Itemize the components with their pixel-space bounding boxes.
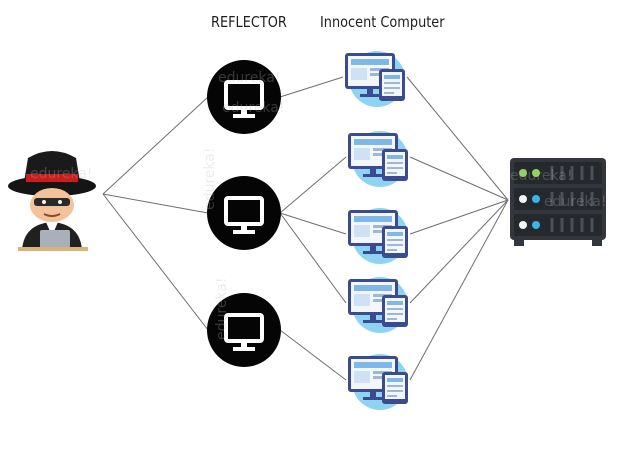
connection-line: [279, 212, 347, 235]
computer-icon: [348, 208, 408, 264]
reflector-heading: REFLECTOR: [211, 13, 287, 31]
computer-icon: [348, 131, 408, 187]
watermark: edureka! edureka! edureka! edureka! edureka!…: [30, 70, 607, 340]
svg-text:edureka!: edureka!: [30, 166, 93, 182]
reflector-node: [207, 176, 281, 250]
computer-icon: [348, 277, 408, 333]
monitor-icon: [224, 313, 264, 351]
svg-text:edureka!: edureka!: [202, 148, 218, 211]
connection-line: [409, 199, 509, 381]
svg-text:edureka!: edureka!: [510, 168, 573, 184]
reflector-node: [207, 293, 281, 367]
innocent-computer-heading: Innocent Computer: [320, 13, 445, 31]
server-icon: [510, 158, 606, 246]
monitor-icon: [224, 80, 264, 118]
svg-text:edureka!: edureka!: [544, 194, 607, 210]
connection-line: [279, 212, 347, 304]
connection-line: [102, 96, 209, 195]
svg-text:edureka!: edureka!: [214, 278, 230, 341]
connection-line: [409, 199, 509, 304]
svg-text:edureka!: edureka!: [218, 70, 281, 86]
connection-line: [279, 156, 347, 214]
monitor-icon: [224, 196, 264, 234]
reflector-node: [207, 60, 281, 134]
connection-line: [406, 76, 509, 201]
connection-line: [409, 156, 509, 201]
connection-line: [279, 76, 344, 98]
connection-line: [102, 193, 209, 214]
computer-icon: [348, 354, 408, 410]
connection-line: [409, 199, 509, 235]
connection-line: [279, 329, 347, 381]
computer-icon: [345, 51, 405, 107]
hacker-icon: [8, 151, 96, 251]
svg-text:edureka!: edureka!: [222, 100, 285, 116]
connection-lines: [102, 76, 509, 381]
connection-line: [102, 193, 209, 331]
